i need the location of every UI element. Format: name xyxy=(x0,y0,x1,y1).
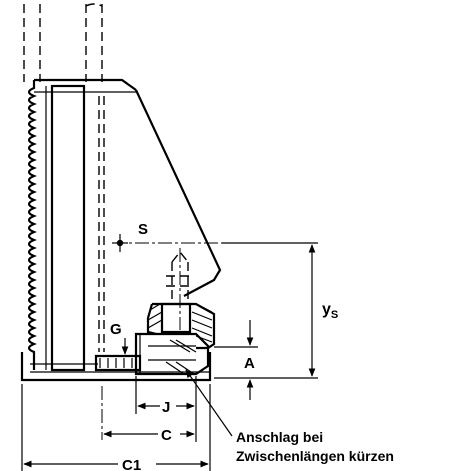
stopper-foot xyxy=(94,332,210,376)
note-line-2: Zwischenlängen kürzen xyxy=(236,448,394,464)
dimension-a xyxy=(214,320,258,400)
upper-column-hidden xyxy=(23,3,103,82)
adjusting-pin xyxy=(166,248,194,330)
dimension-c1 xyxy=(21,384,211,471)
label-ys: yS xyxy=(322,301,338,321)
label-c1: C1 xyxy=(122,457,141,471)
label-j: J xyxy=(162,399,170,416)
dimension-j xyxy=(135,376,197,414)
label-g: G xyxy=(110,321,122,338)
label-s: S xyxy=(138,221,148,238)
label-c: C xyxy=(161,427,172,444)
dimension-c xyxy=(103,414,197,442)
label-ys-subscript: S xyxy=(331,309,338,321)
dimension-ys xyxy=(214,242,318,379)
note-line-1: Anschlag bei xyxy=(236,429,323,445)
label-a: A xyxy=(244,355,255,372)
center-lines xyxy=(101,242,315,440)
note-leader xyxy=(185,369,233,437)
